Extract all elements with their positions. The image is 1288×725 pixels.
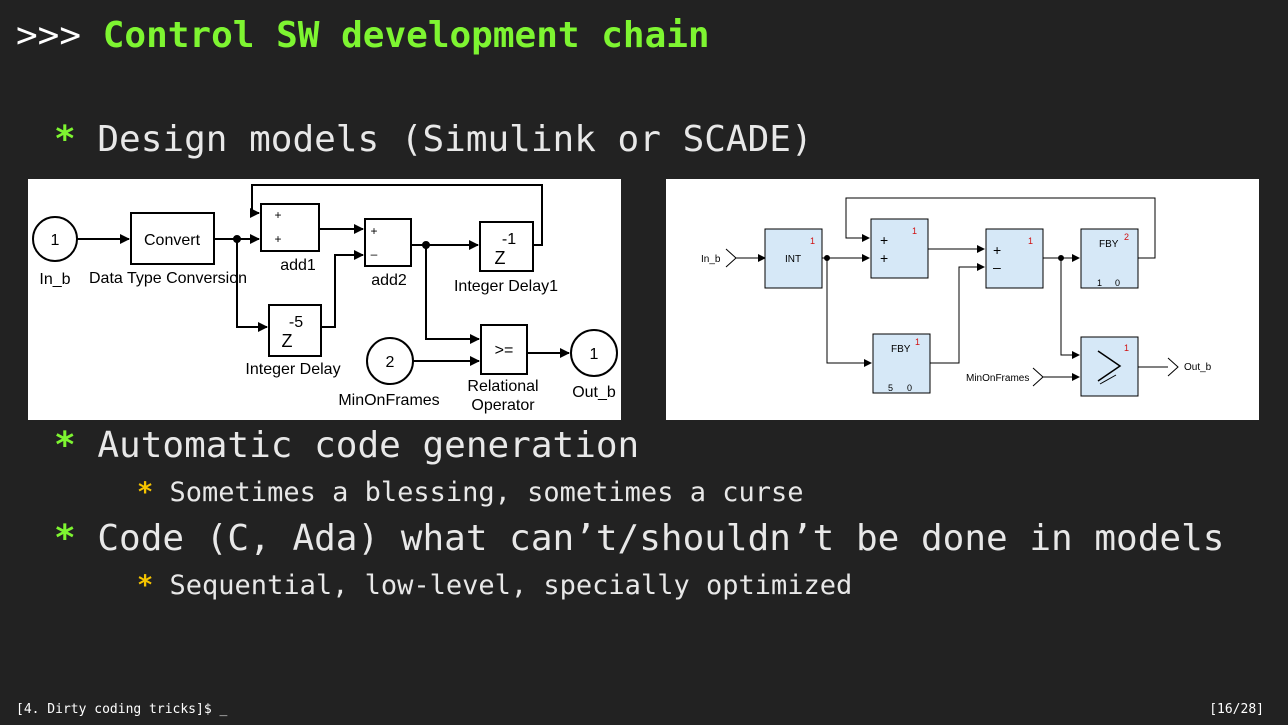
integer-delay1-block [479, 221, 534, 272]
in-port-label: In_b [39, 271, 70, 288]
title-text: Control SW development chain [102, 15, 710, 56]
scade-plus2-block [985, 228, 1044, 289]
scade-int-label: INT [785, 254, 801, 265]
subbullet-blessing-curse: * Sometimes a blessing, sometimes a curs… [137, 476, 804, 510]
add1-sign-top: + [274, 208, 281, 222]
scade-plus2-sign-top: + [993, 242, 1001, 258]
scade-fby2-label: FBY [891, 344, 911, 355]
scade-compare-symbol [1099, 374, 1117, 385]
scade-plus1-sign-top: + [880, 232, 888, 248]
scade-diagram: In_b INT 1 + + 1 + – 1 FBY 2 1 0 FBY 1 5… [666, 179, 1259, 420]
scade-minonframes-label: MinOnFrames [966, 373, 1029, 384]
delay-caption: Integer Delay [245, 361, 340, 378]
convert-label: Convert [144, 232, 201, 249]
const-value: 2 [386, 354, 395, 371]
bullet-star: * [54, 425, 76, 466]
bullet-design-models: * Design models (Simulink or SCADE) [54, 118, 813, 162]
junction-dot [422, 241, 430, 249]
footer-page-counter: [16/28] [1209, 702, 1264, 717]
subbullet-star: * [137, 477, 154, 508]
scade-compare-symbol [1097, 350, 1122, 382]
integer-delay-block [268, 304, 322, 357]
simulink-diagram: 1 In_b Convert Data Type Conversion + + … [28, 179, 621, 420]
add2-caption: add2 [371, 272, 407, 289]
out-port-label: Out_b [572, 384, 616, 401]
scade-in-label: In_b [701, 254, 721, 265]
scade-plus2-index: 1 [1028, 236, 1033, 246]
bullet-text: Code (C, Ada) what can’t/shouldn’t be do… [97, 518, 1225, 559]
junction-dot [233, 235, 241, 243]
bullet-code-generation: * Automatic code generation [54, 424, 639, 468]
scade-fby2-block [872, 333, 931, 394]
add2-block [364, 218, 412, 267]
simulink-wires [77, 184, 570, 366]
bullet-text: Design models (Simulink or SCADE) [97, 119, 813, 160]
add1-block [260, 203, 320, 252]
scade-plus1-index: 1 [912, 226, 917, 236]
scade-junction-dot [824, 255, 830, 261]
scade-int-index: 1 [810, 236, 815, 246]
bullet-text: Automatic code generation [97, 425, 640, 466]
bullet-handwritten-code: * Code (C, Ada) what can’t/shouldn’t be … [54, 517, 1224, 561]
delay1-caption: Integer Delay1 [454, 278, 558, 295]
scade-fby2-index: 1 [915, 337, 920, 347]
scade-fby1-index: 2 [1124, 232, 1129, 242]
delay-exponent: -5 [289, 314, 303, 331]
scade-fby1-param-a: 1 [1097, 278, 1102, 288]
footer-section-prompt: [4. Dirty coding tricks]$ _ [16, 702, 228, 717]
slide-title: >>> Control SW development chain [16, 14, 710, 58]
delay1-z: Z [495, 248, 506, 268]
const-caption: MinOnFrames [338, 392, 439, 409]
delay1-exponent: -1 [502, 231, 516, 248]
subbullet-sequential: * Sequential, low-level, specially optim… [137, 569, 852, 603]
bullet-star: * [54, 119, 76, 160]
scade-plus1-sign-bottom: + [880, 250, 888, 266]
relop-caption-2: Operator [471, 397, 535, 414]
add1-sign-bottom: + [274, 232, 281, 246]
scade-plus2-sign-bottom: – [993, 259, 1001, 275]
convert-caption: Data Type Conversion [89, 270, 247, 287]
out-port [570, 329, 618, 377]
scade-fby2-param-b: 0 [907, 383, 912, 393]
relop-caption-1: Relational [467, 378, 538, 395]
scade-compare-index: 1 [1124, 343, 1129, 353]
out-port-number: 1 [590, 346, 599, 363]
add2-sign-bottom: – [371, 247, 378, 261]
scade-out-chevron [1167, 357, 1179, 377]
add2-sign-top: + [370, 224, 377, 238]
delay-z: Z [282, 331, 293, 351]
scade-compare-block [1080, 336, 1139, 397]
scade-fby1-block [1080, 228, 1139, 289]
scade-junction-dot [1058, 255, 1064, 261]
bullet-star: * [54, 518, 76, 559]
scade-minonframes-chevron [1032, 367, 1044, 387]
title-prompt: >>> [16, 15, 82, 56]
scade-fby1-param-b: 0 [1115, 278, 1120, 288]
relational-operator-block [480, 324, 528, 375]
relop-label: >= [495, 342, 514, 359]
scade-out-label: Out_b [1184, 362, 1212, 373]
scade-in-chevron [725, 248, 737, 268]
subbullet-text: Sequential, low-level, specially optimiz… [169, 570, 853, 601]
subbullet-text: Sometimes a blessing, sometimes a curse [169, 477, 804, 508]
subbullet-star: * [137, 570, 154, 601]
scade-fby1-label: FBY [1099, 239, 1119, 250]
in-port-number: 1 [51, 232, 60, 249]
scade-plus1-block [870, 218, 929, 279]
scade-int-block [764, 228, 823, 289]
scade-fby2-param-a: 5 [888, 383, 893, 393]
add1-caption: add1 [280, 257, 316, 274]
